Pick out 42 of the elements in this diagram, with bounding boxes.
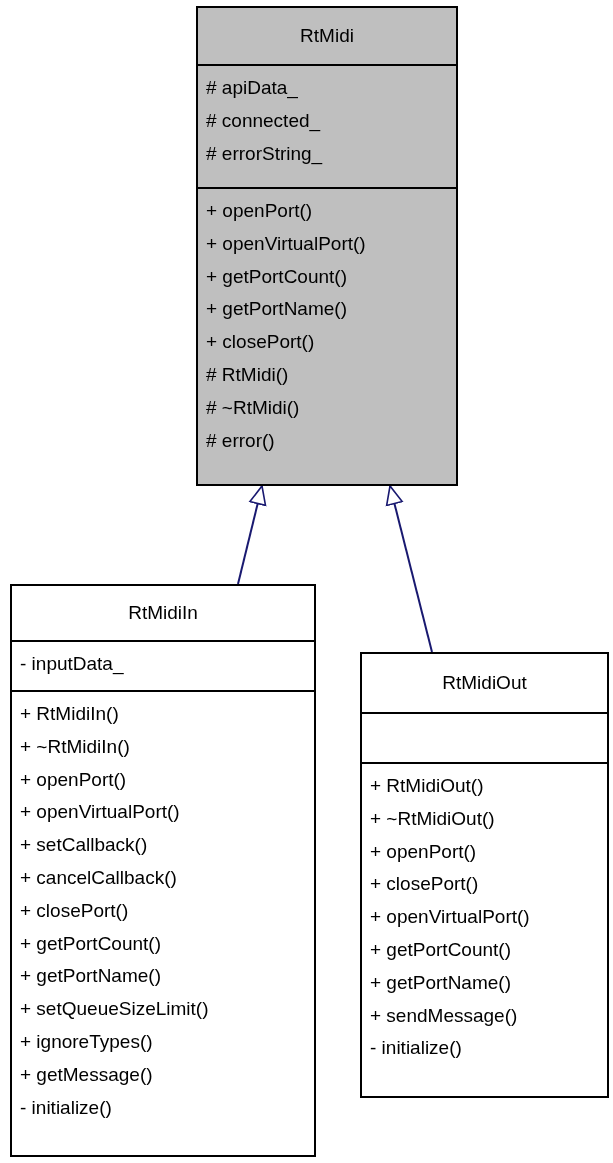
inheritance-arrow — [237, 485, 267, 585]
member-text: - inputData_ — [20, 652, 125, 677]
member-text: + cancelCallback() — [20, 866, 178, 890]
member-text: + sendMessage() — [370, 1003, 519, 1028]
member-text: # errorString_ — [206, 141, 324, 167]
member-text: + getPortCount() — [206, 264, 348, 289]
member-text: # connected_ — [206, 108, 322, 134]
member-text: # ~RtMidi() — [206, 395, 301, 420]
member-text: + getMessage() — [20, 1062, 154, 1087]
member-text: # apiData_ — [206, 76, 299, 101]
member-text: + getPortCount() — [370, 938, 512, 962]
member-text: + RtMidiIn() — [20, 702, 120, 726]
class-box — [360, 652, 609, 1098]
member-text: + RtMidiOut() — [370, 774, 485, 798]
class-name: RtMidiOut — [442, 672, 527, 694]
class-box — [196, 6, 458, 486]
inheritance-arrow — [385, 485, 433, 653]
member-text: + closePort() — [20, 898, 130, 923]
member-text: + setQueueSizeLimit() — [20, 997, 210, 1022]
class-box — [10, 584, 316, 1157]
member-text: + openVirtualPort() — [370, 905, 531, 930]
member-text: - initialize() — [370, 1036, 463, 1061]
member-text: - initialize() — [20, 1095, 113, 1120]
member-text: + getPortName() — [206, 297, 348, 322]
member-text: + getPortCount() — [20, 931, 162, 956]
member-text: + setCallback() — [20, 833, 149, 858]
member-text: + openPort() — [20, 767, 128, 792]
member-text: # error() — [206, 428, 276, 453]
member-text: + openVirtualPort() — [20, 800, 181, 825]
member-text: + openVirtualPort() — [206, 231, 367, 256]
member-text: + closePort() — [370, 872, 480, 897]
member-text: + getPortName() — [370, 970, 512, 995]
member-text: + openPort() — [206, 199, 314, 223]
member-text: + ~RtMidiIn() — [20, 734, 131, 759]
member-text: + openPort() — [370, 839, 478, 864]
member-text: # RtMidi() — [206, 363, 290, 387]
member-text: + ~RtMidiOut() — [370, 806, 496, 831]
member-text: + ignoreTypes() — [20, 1029, 154, 1054]
class-name: RtMidi — [300, 25, 354, 47]
member-text: + closePort() — [206, 330, 316, 355]
member-text: + getPortName() — [20, 964, 162, 989]
class-name: RtMidiIn — [128, 602, 198, 624]
